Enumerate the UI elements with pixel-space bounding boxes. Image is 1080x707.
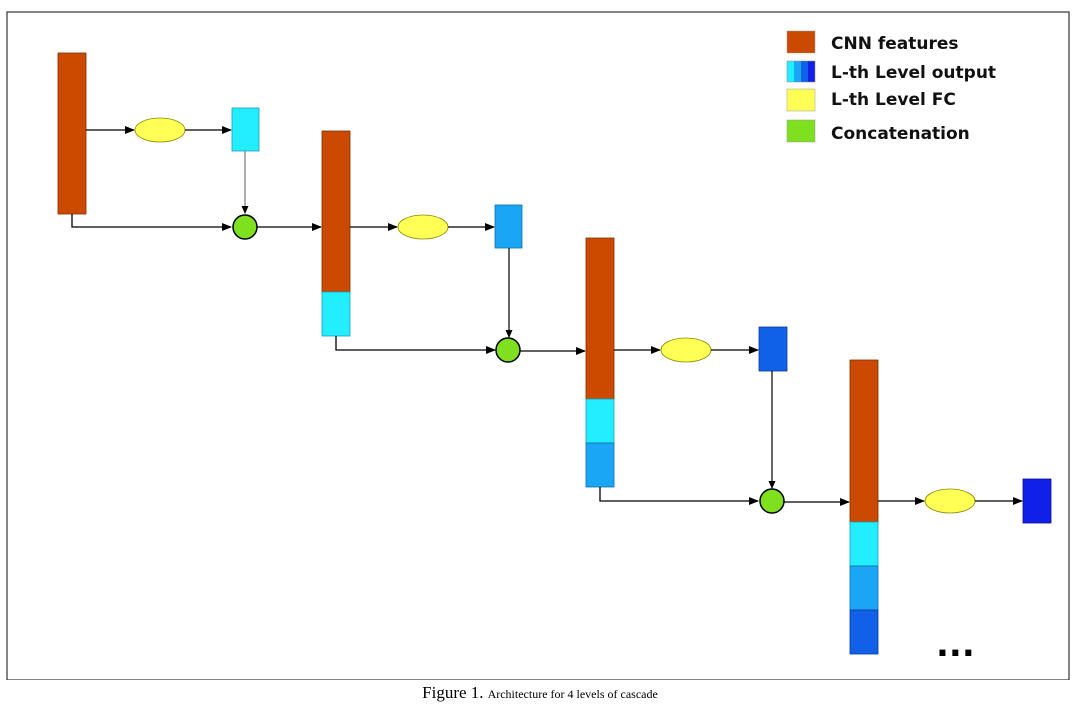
figure-caption: Figure 1. Architecture for 4 levels of c… [0, 683, 1080, 705]
fc-layer [660, 337, 712, 363]
skip-path-to-concat [599, 487, 759, 505]
legend: CNN features L-th Level output L-th Leve… [786, 30, 996, 144]
cascade-level-2 [321, 130, 586, 363]
legend-label-cnn: CNN features [831, 34, 959, 54]
legend-swatch-fc [786, 88, 816, 112]
cnn-features-block [585, 237, 615, 400]
carried-output-level-1 [585, 398, 615, 444]
fc-layer [397, 214, 449, 240]
skip-path-to-concat [71, 214, 232, 231]
level-output-block [494, 204, 523, 249]
carried-output-level-1 [849, 521, 879, 567]
caption-text: Architecture for 4 levels of cascade [487, 687, 658, 701]
caption-label: Figure 1. [422, 683, 484, 702]
carried-output-level-2 [849, 565, 879, 611]
legend-swatch-output [786, 60, 816, 83]
skip-path-to-concat [335, 336, 496, 354]
architecture-diagram: CNN features L-th Level output L-th Leve… [6, 11, 1070, 680]
fc-layer [924, 488, 976, 514]
legend-swatch-concat [786, 119, 816, 143]
legend-label-concat: Concatenation [831, 124, 970, 144]
carried-output-level-3 [849, 609, 879, 655]
cnn-features-block [849, 359, 879, 523]
concatenation-node [495, 337, 521, 363]
level-output-block [1022, 478, 1052, 524]
level-output-block [231, 107, 260, 152]
cascade-level-3 [585, 237, 850, 514]
cnn-features-block [321, 130, 351, 293]
carried-output-level-2 [585, 442, 615, 488]
figure-border [6, 11, 1070, 680]
level-output-block [758, 326, 788, 372]
cascade-level-1 [57, 52, 322, 240]
concatenation-node [759, 488, 785, 514]
carried-output-level-1 [321, 291, 351, 337]
legend-label-fc: L-th Level FC [831, 90, 956, 110]
legend-label-output: L-th Level output [831, 63, 996, 83]
continuation-ellipsis: ... [936, 625, 975, 665]
fc-layer [134, 117, 186, 143]
cnn-features-block [57, 52, 87, 215]
concatenation-node [232, 214, 258, 240]
cascade-level-4 [849, 359, 1052, 655]
legend-swatch-cnn [786, 30, 816, 54]
